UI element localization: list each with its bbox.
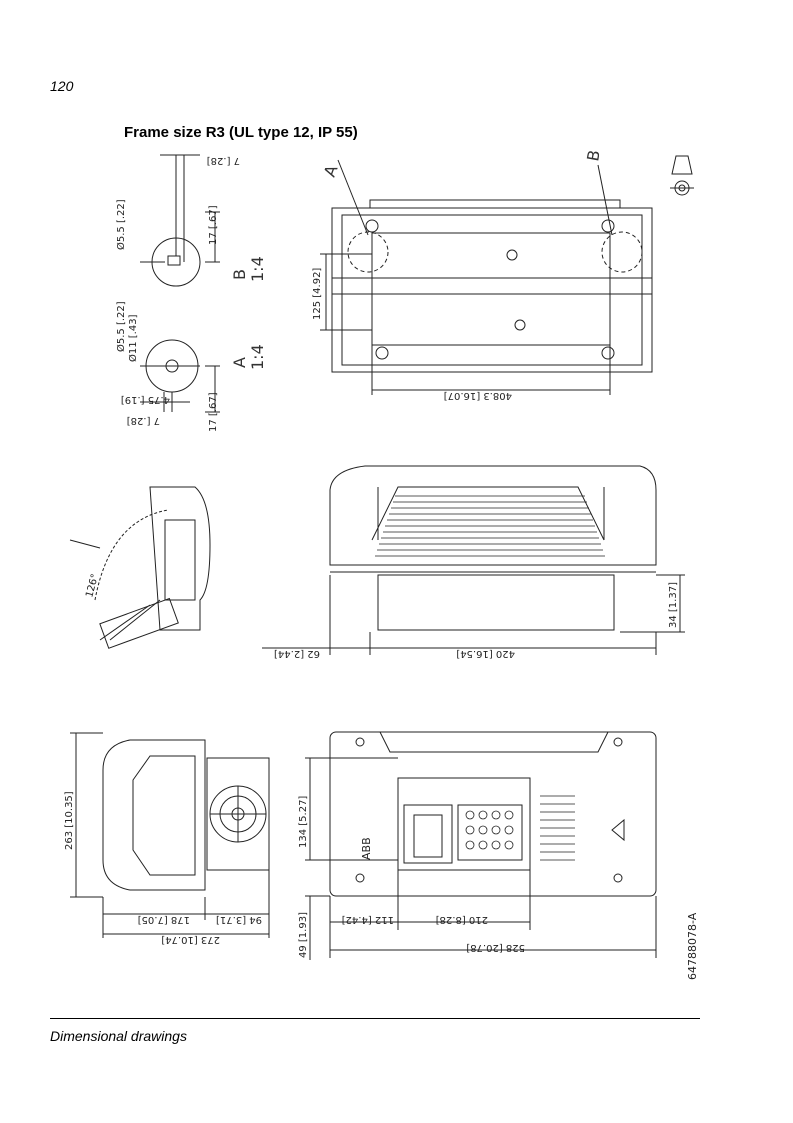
detail-b-scale: 1:4	[248, 256, 267, 282]
side-view-drawing	[70, 732, 270, 938]
front-view-height-a: 134 [5.27]	[298, 796, 309, 848]
back-view-height-dim: 125 [4.92]	[312, 268, 323, 320]
top-view-depth-dim: 34 [1.37]	[668, 582, 679, 628]
footer-divider	[50, 1018, 700, 1019]
dim-a-hole-small: Ø5.5 [.22]	[115, 301, 127, 352]
top-view-width-dim: 420 [16.54]	[456, 648, 515, 659]
dim-a-vertical: 17 [.67]	[208, 392, 219, 432]
page-number: 120	[50, 78, 74, 94]
front-view-bottom-offset: 49 [1.93]	[298, 912, 309, 958]
front-view-total-width: 528 [20.78]	[466, 942, 525, 953]
front-view-width-left: 112 [4.42]	[342, 914, 394, 925]
dim-b-vertical: 17 [.67]	[208, 205, 219, 245]
back-view-width-dim: 408.3 [16.07]	[444, 390, 512, 401]
detail-a-scale: 1:4	[248, 344, 267, 370]
top-view-left-offset-dim: 62 [2.44]	[274, 648, 320, 659]
dim-a-horizontal: 4.75 [.19]	[121, 394, 170, 405]
door-angle: 126°	[84, 573, 101, 599]
page-title: Frame size R3 (UL type 12, IP 55)	[124, 124, 358, 141]
front-view-drawing	[305, 731, 657, 960]
dim-a-hole-large: Ø11 [.43]	[127, 314, 139, 362]
dim-a-bottom-offset: 7 [.28]	[127, 415, 160, 426]
side-view-depth-a: 178 [7.05]	[138, 914, 190, 925]
projection-symbol-icon	[670, 155, 694, 196]
detail-b-letter: B	[230, 269, 249, 280]
dim-b-hole: Ø5.5 [.22]	[115, 199, 127, 250]
detail-view-a	[140, 339, 220, 413]
back-view-drawing	[320, 159, 653, 395]
detail-a-letter: A	[230, 357, 249, 368]
side-view-total-depth: 273 [10.74]	[161, 934, 220, 945]
side-view-height-dim: 263 [10.35]	[64, 791, 75, 850]
drawing-id: 64788078-A	[686, 912, 699, 980]
side-view-depth-b: 94 [3.71]	[216, 914, 262, 925]
back-view-letter-a: A	[320, 163, 342, 180]
back-view-letter-b: B	[583, 149, 604, 163]
footer-section-title: Dimensional drawings	[50, 1028, 187, 1044]
door-open-view-drawing	[69, 486, 211, 649]
top-view-drawing	[262, 465, 685, 655]
front-view-logo: ABB	[360, 837, 373, 860]
dim-b-top-offset: 7 [.28]	[207, 155, 240, 166]
detail-view-b	[140, 154, 220, 287]
front-view-width-right: 210 [8.28]	[436, 914, 488, 925]
